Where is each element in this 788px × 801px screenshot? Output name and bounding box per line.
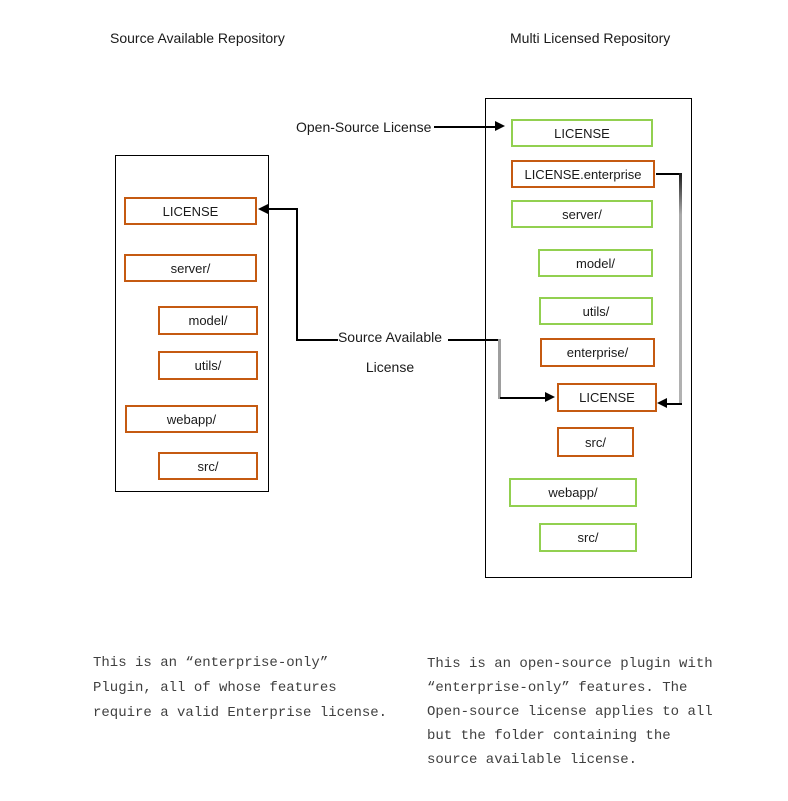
note-text-line: Plugin, all of whose features (93, 680, 337, 696)
right-repo-box-license-enterprise: LICENSE.enterprise (511, 160, 655, 188)
left-repo-title: Source Available Repository (110, 30, 285, 46)
note-text-line: but the folder containing the (427, 728, 671, 744)
note-text-line: This is an open-source plugin with (427, 656, 713, 672)
left-repo-box-src: src/ (158, 452, 258, 480)
note-text-line: Open-source license applies to all (427, 704, 713, 720)
left-repo-box-model: model/ (158, 306, 258, 335)
right-repo-box-utils: utils/ (539, 297, 653, 325)
right-repo-box-src-bottom: src/ (539, 523, 637, 552)
note-text-line: source available license. (427, 752, 638, 768)
arrowhead-right-icon (545, 392, 555, 402)
connector-line (296, 208, 298, 341)
connector-line (296, 339, 338, 341)
left-repo-box-utils: utils/ (158, 351, 258, 380)
right-repo-note: This is an open-source plugin with “ente… (427, 652, 713, 772)
connector-line (679, 173, 682, 405)
right-repo-box-server: server/ (511, 200, 653, 228)
right-repo-box-src-enterprise: src/ (557, 427, 634, 457)
right-repo-box-license-inner: LICENSE (557, 383, 657, 412)
note-text-line: require a valid Enterprise license. (93, 705, 388, 721)
arrowhead-left-icon (657, 398, 667, 408)
connector-line (656, 173, 682, 175)
connector-line (664, 403, 682, 405)
right-repo-box-enterprise-folder: enterprise/ (540, 338, 655, 367)
arrowhead-right-icon (495, 121, 505, 131)
source-available-license-label-line1: Source Available (337, 329, 443, 345)
connector-line (267, 208, 298, 210)
left-repo-box-license: LICENSE (124, 197, 257, 225)
open-source-license-label: Open-Source License (296, 119, 432, 135)
right-repo-title: Multi Licensed Repository (510, 30, 671, 46)
source-available-license-label-line2: License (365, 359, 415, 375)
connector-line (500, 397, 545, 399)
left-repo-box-server: server/ (124, 254, 257, 282)
right-repo-box-model: model/ (538, 249, 653, 277)
connector-line (498, 339, 501, 399)
left-repo-box-webapp: webapp/ (125, 405, 258, 433)
right-repo-box-webapp: webapp/ (509, 478, 637, 507)
connector-line (434, 126, 496, 128)
right-repo-box-license-top: LICENSE (511, 119, 653, 147)
note-text-line: “enterprise-only” features. The (427, 680, 688, 696)
connector-line (448, 339, 501, 341)
arrowhead-left-icon (258, 204, 268, 214)
note-text-line: This is an “enterprise-only” (93, 655, 329, 671)
left-repo-note: This is an “enterprise-only” Plugin, all… (93, 651, 387, 726)
